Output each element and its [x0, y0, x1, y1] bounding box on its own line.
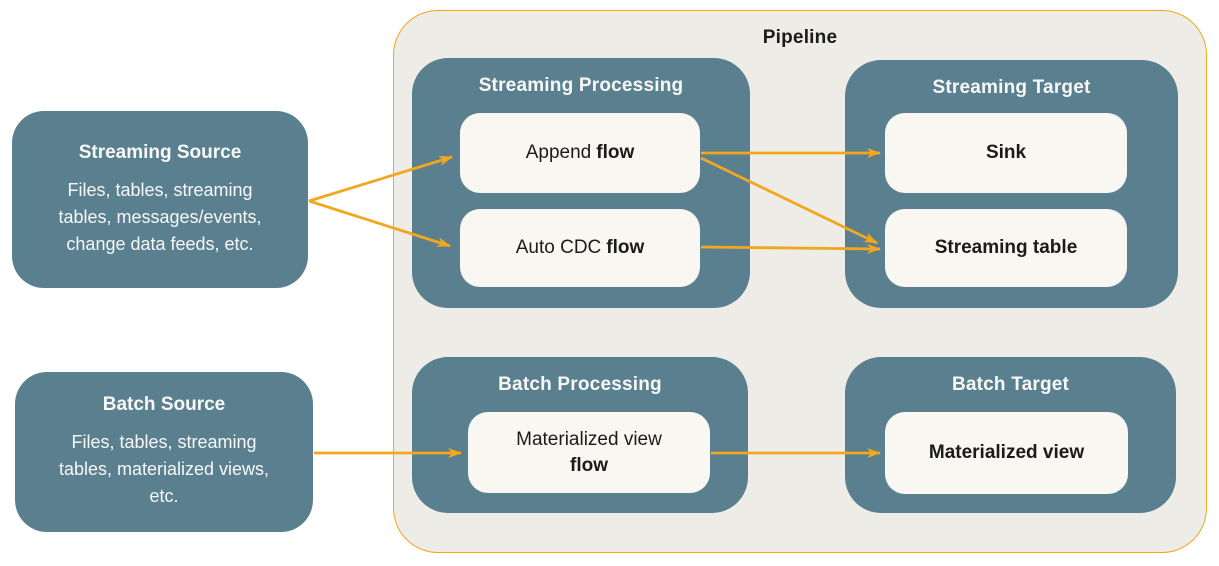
auto-cdc-flow-node: Auto CDC flow: [460, 209, 700, 287]
streaming-target-title: Streaming Target: [932, 77, 1091, 98]
materialized-view-label: Materialized view: [928, 442, 1085, 463]
streaming-source-description: Files, tables, streaming tables, message…: [58, 179, 262, 254]
streaming-table-node: Streaming table: [885, 209, 1127, 287]
batch-source-title: Batch Source: [102, 394, 226, 415]
sink-node: Sink: [885, 113, 1127, 193]
batch-source-description: Files, tables, streaming tables, materia…: [58, 432, 270, 506]
materialized-view-flow-node: Materialized view flow: [468, 412, 710, 493]
batch-target-title: Batch Target: [951, 374, 1070, 395]
append-flow-node: Append flow: [460, 113, 700, 193]
streaming-table-label: Streaming table: [934, 237, 1078, 258]
append-flow-bold: flow: [596, 142, 635, 163]
auto-cdc-flow-prefix: Auto CDC: [515, 237, 602, 258]
auto-cdc-flow-bold: flow: [606, 237, 645, 258]
streaming-source-title: Streaming Source: [78, 141, 242, 163]
streaming-source-box: Streaming Source Files, tables, streamin…: [12, 111, 308, 288]
batch-processing-title: Batch Processing: [498, 374, 662, 395]
sink-label: Sink: [985, 142, 1027, 163]
pipeline-title: Pipeline: [762, 27, 838, 48]
materialized-view-node: Materialized view: [885, 412, 1128, 494]
append-flow-prefix: Append: [525, 142, 592, 163]
materialized-view-flow-prefix: Materialized view: [516, 429, 662, 451]
streaming-processing-title: Streaming Processing: [478, 75, 684, 96]
batch-source-box: Batch Source Files, tables, streaming ta…: [15, 372, 313, 532]
materialized-view-flow-bold: flow: [570, 454, 608, 476]
